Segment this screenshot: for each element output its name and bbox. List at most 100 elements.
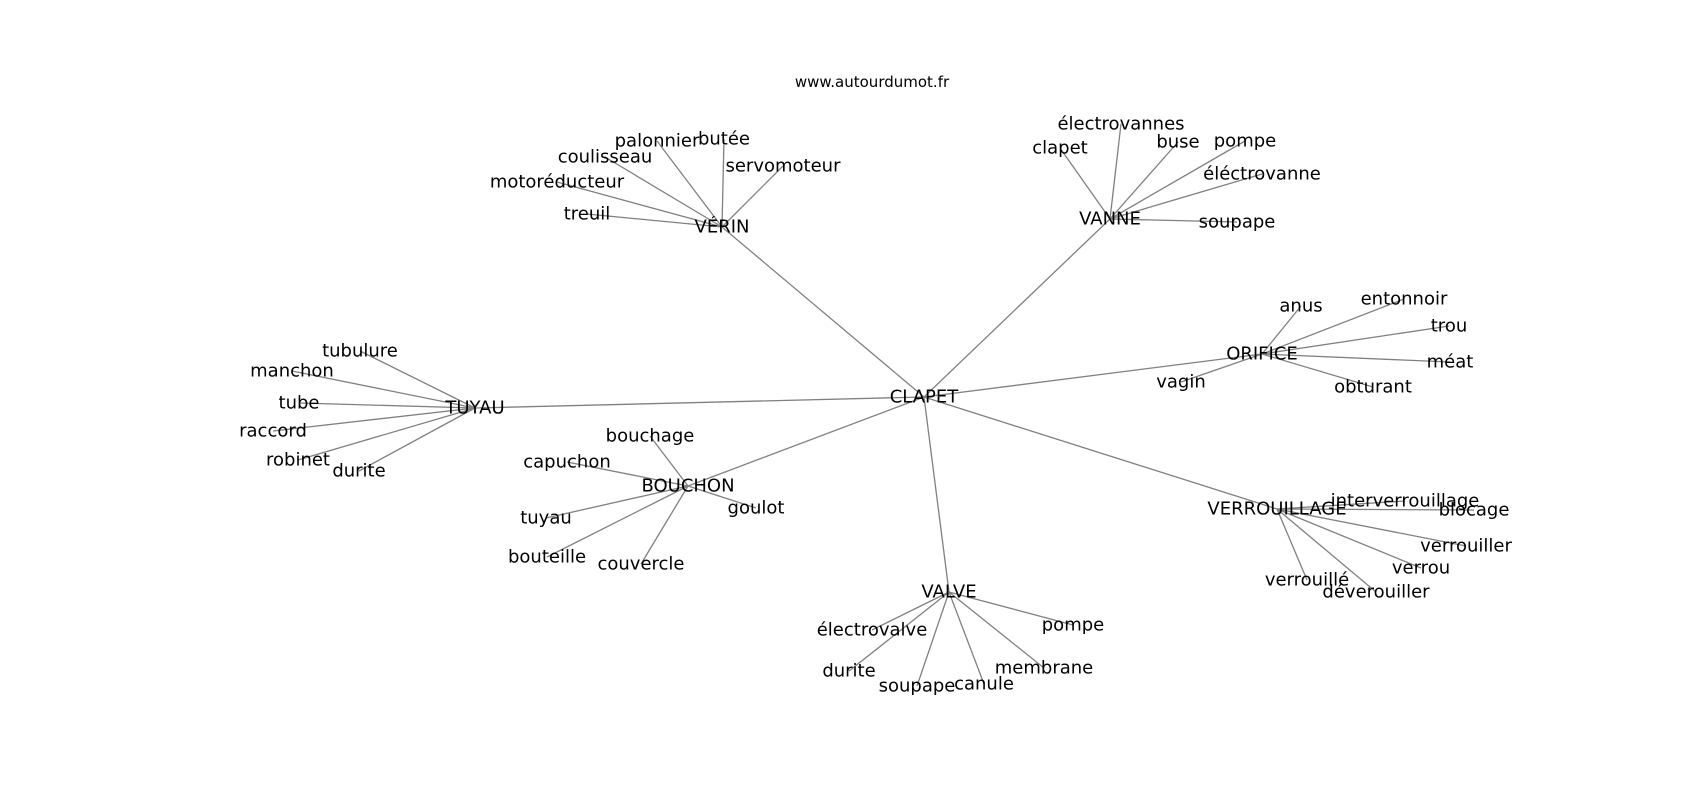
edge-verrouillage-blocage	[1276, 508, 1475, 511]
hub-node-verin: VÉRIN	[695, 216, 750, 238]
edge-orifice-entonnoir	[1261, 298, 1405, 355]
leaf-node-verin-butee: butée	[698, 129, 750, 150]
edge-clapet-bouchon	[687, 396, 925, 487]
leaf-node-valve-soupape: soupape	[879, 676, 956, 697]
leaf-node-valve-canule: canule	[954, 674, 1014, 695]
leaf-node-vanne-electrovannes: électrovannes	[1057, 114, 1184, 135]
hub-node-verrouillage: VERROUILLAGE	[1207, 499, 1346, 520]
edge-vanne-electrovannes	[1109, 123, 1122, 220]
edge-tuyau-durite	[358, 407, 476, 472]
edge-valve-soupape	[916, 591, 950, 687]
leaf-node-verin-coulisseau: coulisseau	[558, 147, 653, 168]
leaf-node-vanne-soupape: soupape	[1199, 212, 1276, 233]
edge-tuyau-manchon	[291, 370, 476, 409]
leaf-node-vanne-clapet: clapet	[1032, 138, 1088, 159]
leaf-node-tuyau-robinet: robinet	[266, 450, 330, 471]
leaf-node-orifice-obturant: obturant	[1334, 377, 1412, 398]
edge-clapet-vanne	[923, 218, 1111, 398]
leaf-node-bouchon-bouteille: bouteille	[508, 547, 586, 568]
edge-verin-palonnier	[656, 140, 723, 228]
graph-labels: www.autourdumot.fr CLAPETVÉRINpalonnierb…	[239, 73, 1512, 697]
hub-node-bouchon: BOUCHON	[641, 476, 734, 497]
leaf-node-bouchon-capuchon: capuchon	[523, 452, 611, 473]
leaf-node-orifice-meat: méat	[1427, 352, 1474, 373]
leaf-node-valve-pompe: pompe	[1042, 615, 1104, 636]
leaf-node-verin-servomoteur: servomoteur	[725, 156, 841, 177]
edge-vanne-clapet	[1059, 147, 1111, 220]
leaf-node-verrouillage-blocage: blocage	[1439, 500, 1510, 521]
edge-valve-electrovalve	[871, 591, 950, 631]
leaf-node-tuyau-tubulure: tubulure	[322, 341, 398, 362]
leaf-node-tuyau-durite: durite	[332, 461, 385, 482]
leaf-node-vanne-buse: buse	[1156, 132, 1199, 153]
edge-orifice-meat	[1261, 353, 1451, 363]
edge-verrouillage-verrouille	[1276, 508, 1308, 581]
edge-verrouillage-verrouiller	[1276, 508, 1467, 547]
edge-bouchon-tuyau	[545, 485, 689, 519]
hub-node-valve: VALVE	[921, 582, 976, 603]
edge-tuyau-tube	[298, 402, 476, 409]
source-watermark: www.autourdumot.fr	[795, 73, 950, 91]
edge-tuyau-tubulure	[359, 350, 476, 409]
edge-verin-butee	[721, 138, 725, 228]
edge-tuyau-raccord	[272, 407, 476, 432]
edge-verin-coulisseau	[604, 156, 723, 228]
leaf-node-vanne-pompe: pompe	[1214, 131, 1276, 152]
edge-verrouillage-interverrouillage	[1276, 500, 1406, 510]
edge-vanne-electrovanne	[1109, 173, 1263, 220]
edge-tuyau-robinet	[297, 407, 476, 461]
leaf-node-verrouillage-verrouille: verrouillé	[1265, 570, 1349, 591]
edge-verin-servomoteur	[721, 165, 784, 228]
hub-node-vanne: VANNE	[1079, 209, 1141, 230]
leaf-node-bouchon-bouchage: bouchage	[606, 426, 695, 447]
leaf-node-verrouillage-interverrouillage: interverrouillage	[1331, 491, 1480, 512]
leaf-node-orifice-vagin: vagin	[1156, 372, 1206, 393]
leaf-node-verrouillage-deverouiller: déverouiller	[1322, 582, 1430, 603]
edge-bouchon-goulot	[687, 485, 757, 509]
edge-verrouillage-deverouiller	[1276, 508, 1377, 593]
edge-orifice-obturant	[1261, 353, 1374, 388]
edge-orifice-anus	[1261, 305, 1302, 355]
edge-valve-canule	[948, 591, 985, 685]
leaf-node-orifice-entonnoir: entonnoir	[1361, 289, 1448, 310]
edge-bouchon-bouteille	[546, 485, 689, 558]
edge-clapet-verrouillage	[923, 396, 1278, 510]
edge-verrouillage-verrou	[1276, 508, 1422, 569]
leaf-node-orifice-trou: trou	[1431, 316, 1467, 337]
edge-bouchon-bouchage	[649, 435, 689, 487]
hub-node-orifice: ORIFICE	[1226, 344, 1298, 365]
leaf-node-vanne-electrovanne: éléctrovanne	[1203, 164, 1321, 185]
leaf-node-verrouillage-verrouiller: verrouiller	[1420, 536, 1512, 557]
edge-verin-treuil	[586, 213, 723, 228]
leaf-node-valve-membrane: membrane	[995, 658, 1093, 679]
leaf-node-verin-treuil: treuil	[564, 204, 611, 225]
edge-vanne-pompe	[1109, 140, 1246, 220]
leaf-node-valve-durite: durite	[822, 661, 875, 682]
leaf-node-bouchon-couvercle: couvercle	[597, 554, 684, 575]
leaf-node-verrouillage-verrou: verrou	[1392, 558, 1450, 579]
leaf-node-verin-motoreducteur: motoréducteur	[490, 172, 625, 193]
leaf-node-valve-electrovalve: électrovalve	[817, 620, 928, 641]
edge-clapet-verin	[721, 226, 925, 398]
hub-node-tuyau: TUYAU	[444, 398, 504, 419]
edge-valve-durite	[848, 591, 950, 672]
edge-valve-pompe	[948, 591, 1074, 626]
edge-clapet-valve	[923, 396, 950, 593]
leaf-node-tuyau-raccord: raccord	[239, 421, 307, 442]
edge-bouchon-capuchon	[566, 461, 689, 487]
edge-verin-motoreducteur	[556, 181, 723, 228]
edge-valve-membrane	[948, 591, 1045, 669]
edge-orifice-vagin	[1180, 353, 1263, 383]
leaf-node-bouchon-tuyau: tuyau	[520, 508, 572, 529]
center-node-clapet: CLAPET	[890, 387, 960, 408]
edge-clapet-tuyau	[474, 396, 925, 409]
leaf-node-tuyau-manchon: manchon	[250, 361, 334, 382]
leaf-node-bouchon-goulot: goulot	[728, 498, 785, 519]
leaf-node-verin-palonnier: palonnier	[615, 131, 700, 152]
leaf-node-orifice-anus: anus	[1279, 296, 1322, 317]
edge-bouchon-couvercle	[640, 485, 689, 565]
leaf-node-tuyau-tube: tube	[279, 393, 320, 414]
edge-vanne-soupape	[1109, 218, 1238, 223]
edge-clapet-orifice	[923, 353, 1263, 398]
